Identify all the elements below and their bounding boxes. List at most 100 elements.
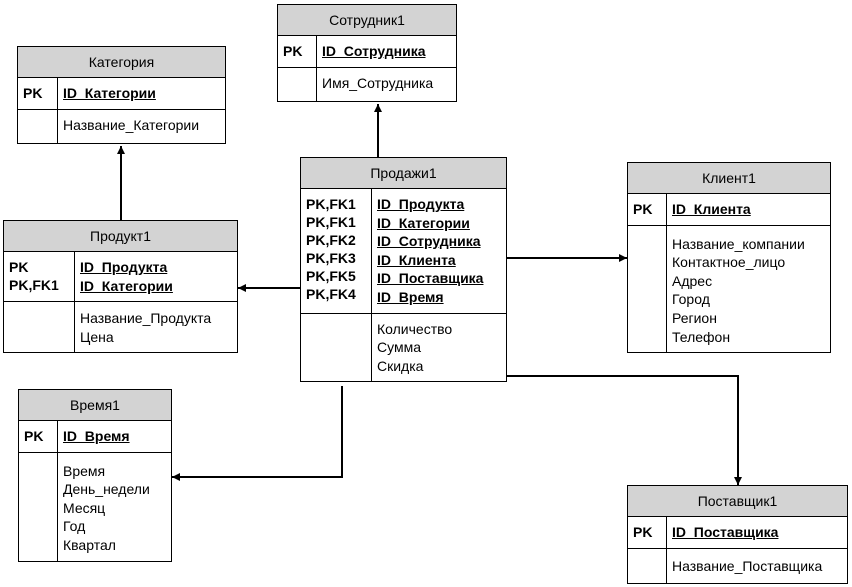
attribute: Имя_Сотрудника [322, 74, 434, 91]
key-flag: PK [24, 428, 44, 444]
key-field: ID_Категории [80, 277, 173, 294]
attribute-fields: Название_Категории [58, 110, 204, 143]
attribute-fields: Название_Поставщика [667, 549, 827, 583]
attribute: Регион [672, 309, 717, 326]
key-flag: PK [633, 201, 653, 217]
attribute: Количество [377, 320, 453, 337]
attribute: Телефон [672, 328, 731, 345]
attribute-fields: Имя_Сотрудника [317, 68, 438, 101]
attribute-flags [18, 109, 58, 143]
attribute-fields: Количество Сумма Скидка [372, 314, 457, 382]
key-flags: PK PK,FK1 [4, 252, 75, 302]
key-fields: ID_Клиента [667, 194, 756, 225]
link-prodazhi-vremya [172, 386, 343, 481]
attribute-flags [19, 452, 58, 561]
attribute-section: Время День_недели Месяц Год Квартал [19, 452, 171, 561]
key-field: ID_Категории [377, 214, 470, 231]
attribute: Название_компании [672, 235, 805, 252]
attribute: Квартал [63, 536, 116, 553]
attribute-flags [628, 548, 667, 583]
key-field: ID_Поставщика [672, 524, 779, 540]
key-flag: PK,FK1 [9, 277, 59, 293]
attribute-flags [278, 67, 317, 101]
key-fields: ID_Продукта ID_Категории [75, 252, 178, 301]
key-flag: PK,FK5 [306, 268, 356, 284]
key-fields: ID_Сотрудника [317, 36, 431, 67]
attribute-fields: Время День_недели Месяц Год Квартал [58, 453, 155, 561]
key-fields: ID_Продукта ID_Категории ID_Сотрудника I… [372, 189, 488, 313]
key-flags: PK [19, 421, 58, 452]
entity-title: Время1 [19, 390, 171, 421]
key-field: ID_Время [63, 428, 130, 444]
entity-postavshik[interactable]: Поставщик1 PK ID_Поставщика Название_Пос… [627, 485, 848, 584]
key-field: ID_Категории [63, 85, 156, 101]
entity-sotrudnik[interactable]: Сотрудник1 PK ID_Сотрудника Имя_Сотрудни… [277, 4, 457, 102]
key-section: PK ID_Поставщика [628, 517, 847, 549]
key-fields: ID_Поставщика [667, 517, 783, 548]
attribute-section: Название_Категории [18, 109, 225, 143]
attribute: Скидка [377, 357, 424, 374]
entity-kategoria[interactable]: Категория PK ID_Категории Название_Катег… [17, 46, 226, 144]
key-flags: PK [278, 36, 317, 67]
attribute-section: Название_компании Контактное_лицо Адрес … [628, 225, 830, 353]
key-section: PK ID_Время [19, 421, 171, 453]
key-field: ID_Поставщика [377, 270, 484, 287]
attribute: Название_Поставщика [672, 557, 823, 574]
entity-produkt[interactable]: Продукт1 PK PK,FK1 ID_Продукта ID_Катего… [3, 220, 238, 354]
attribute-flags [4, 302, 75, 353]
key-field: ID_Время [377, 288, 444, 305]
entity-title: Категория [18, 47, 225, 78]
attribute-flags [628, 225, 667, 353]
key-flag: PK [633, 524, 653, 540]
key-section: PK PK,FK1 ID_Продукта ID_Категории [4, 252, 237, 303]
attribute-section: Название_Продукта Цена [4, 302, 237, 353]
attribute: Город [672, 291, 710, 308]
key-flags: PK [18, 78, 58, 109]
attribute-fields: Название_компании Контактное_лицо Адрес … [667, 226, 810, 353]
key-fields: ID_Время [58, 421, 135, 452]
key-flag: PK,FK4 [306, 286, 356, 302]
key-field: ID_Продукта [80, 259, 168, 275]
key-section: PK ID_Категории [18, 78, 225, 110]
key-section: PK,FK1 PK,FK1 PK,FK2 PK,FK3 PK,FK5 PK,FK… [301, 189, 506, 314]
attribute-fields: Название_Продукта Цена [75, 302, 216, 352]
entity-title: Клиент1 [628, 163, 830, 194]
attribute-section: Количество Сумма Скидка [301, 313, 506, 382]
entity-title: Продукт1 [4, 221, 237, 252]
key-flag: PK [9, 259, 29, 275]
attribute: Сумма [377, 339, 421, 356]
attribute: Месяц [63, 499, 106, 516]
key-field: ID_Клиента [672, 201, 751, 217]
link-prodazhi-postavshik [506, 375, 742, 485]
key-field: ID_Сотрудника [322, 43, 426, 59]
key-field: ID_Клиента [377, 251, 456, 268]
key-field: ID_Продукта [377, 196, 465, 212]
attribute: Цена [80, 328, 114, 345]
key-flag: PK [283, 43, 303, 59]
entity-klient[interactable]: Клиент1 PK ID_Клиента Название_компании … [627, 162, 831, 354]
key-flags: PK,FK1 PK,FK1 PK,FK2 PK,FK3 PK,FK5 PK,FK… [301, 189, 372, 313]
attribute: Время [63, 462, 106, 479]
key-flag: PK,FK3 [306, 250, 356, 266]
key-section: PK ID_Сотрудника [278, 36, 456, 68]
entity-title: Поставщик1 [628, 486, 847, 517]
attribute-flags [301, 313, 372, 382]
attribute: Контактное_лицо [672, 254, 786, 271]
key-flags: PK [628, 517, 667, 548]
key-flag: PK,FK2 [306, 232, 356, 248]
attribute-section: Название_Поставщика [628, 548, 847, 583]
entity-title: Продажи1 [301, 158, 506, 189]
entity-title: Сотрудник1 [278, 5, 456, 36]
attribute: Год [63, 518, 86, 535]
attribute: День_недели [63, 481, 150, 498]
attribute: Название_Категории [63, 116, 200, 133]
entity-vremya[interactable]: Время1 PK ID_Время Время День_недели Мес… [18, 389, 172, 562]
key-fields: ID_Категории [58, 78, 161, 109]
key-field: ID_Сотрудника [377, 233, 481, 250]
key-flag: PK,FK1 [306, 214, 356, 230]
key-flag: PK [23, 85, 43, 101]
key-flags: PK [628, 194, 667, 225]
key-flag: PK,FK1 [306, 196, 356, 212]
entity-prodazhi[interactable]: Продажи1 PK,FK1 PK,FK1 PK,FK2 PK,FK3 PK,… [300, 157, 507, 383]
attribute: Адрес [672, 272, 713, 289]
